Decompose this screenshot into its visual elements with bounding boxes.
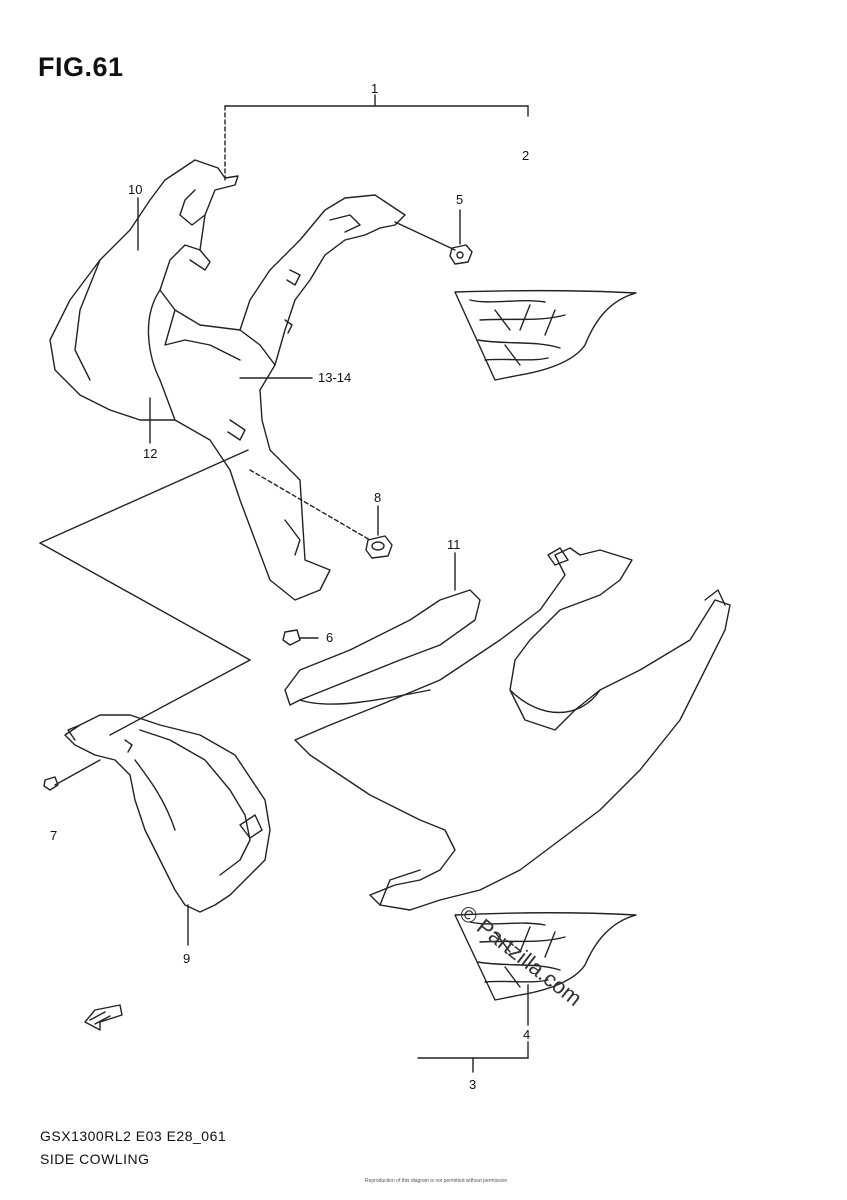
callout-2: 2 [522, 148, 530, 163]
callout-10: 10 [128, 182, 143, 197]
part-10-inner-panel [49, 159, 331, 601]
part-4-decal [454, 912, 637, 1001]
callout-12: 12 [143, 446, 158, 461]
callout-11: 11 [447, 537, 461, 552]
callout-6: 6 [326, 630, 334, 645]
part-8-grommet [365, 535, 393, 559]
part-13-14-side-panel [239, 194, 406, 366]
part-2-decal [454, 289, 637, 381]
part-lower-cowl [294, 547, 731, 911]
leader-lines [39, 94, 529, 1073]
model-code: GSX1300RL2 E03 E28_061 [40, 1128, 227, 1144]
callout-9: 9 [183, 951, 191, 966]
callout-4: 4 [523, 1027, 531, 1042]
part-7-screw [43, 776, 59, 791]
callout-13-14: 13-14 [318, 370, 352, 385]
callout-5: 5 [456, 192, 464, 207]
part-11-lower-panel [284, 589, 481, 706]
fine-print: Reproduction of this diagram is not perm… [365, 1178, 508, 1184]
callout-7: 7 [50, 828, 58, 843]
callout-1: 1 [371, 81, 379, 96]
diagram-caption: SIDE COWLING [40, 1151, 150, 1167]
callout-3: 3 [469, 1077, 477, 1092]
part-6-clip [282, 629, 301, 646]
part-9-lower-inner [64, 714, 271, 913]
figure-title: FIG.61 [38, 52, 124, 82]
fwd-arrow-icon [84, 1004, 123, 1031]
part-5-nut [449, 244, 473, 265]
callout-8: 8 [374, 490, 382, 505]
